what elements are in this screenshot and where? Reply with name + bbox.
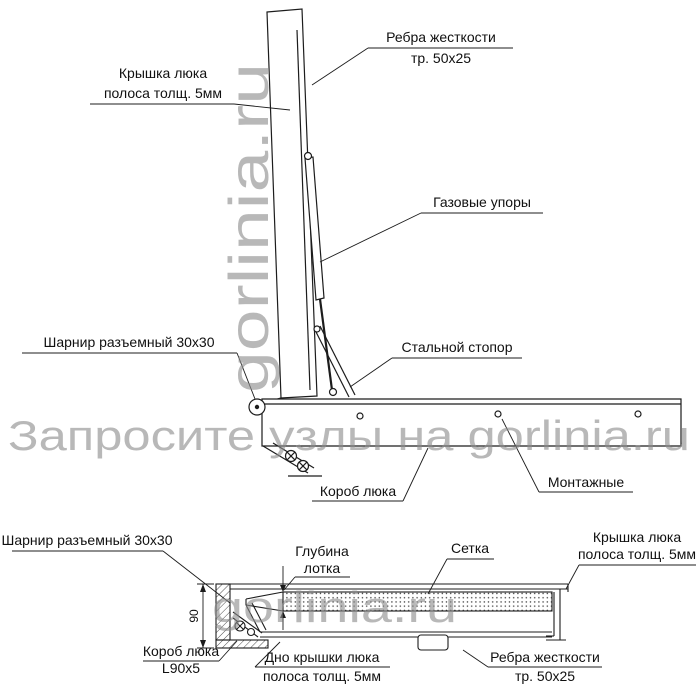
watermark-main: Запросите узлы на gorlinia.ru	[8, 412, 690, 459]
fastener-symbol	[284, 449, 298, 463]
gas-strut	[303, 151, 338, 397]
ribs-label-2: тр. 50х25	[411, 50, 471, 66]
rib-tube-section	[417, 634, 449, 651]
box-label-lower-2: L90х5	[162, 660, 200, 676]
section-bottom-plate	[245, 602, 552, 638]
dim-90-value: 90	[187, 609, 201, 623]
watermark-vertical: gorlinia.ru	[217, 63, 280, 393]
upper-labels: Ребра жесткости тр. 50х25 Крышка люка по…	[44, 29, 625, 499]
tray-depth-label-2: лотка	[304, 560, 341, 576]
ribs-label-lower-2: тр. 50х25	[515, 668, 575, 684]
upper-leaders	[22, 47, 633, 502]
cover-label: Крышка люка	[119, 65, 207, 81]
section-cover-plate	[230, 583, 568, 590]
dimension-tray-depth	[280, 566, 350, 630]
gas-struts-label: Газовые упоры	[433, 194, 531, 210]
hinge-30x30	[248, 398, 266, 416]
mounting-hole	[494, 410, 502, 418]
tray-depth-label: Глубина	[295, 543, 349, 559]
cover-inner-rib-line	[296, 29, 311, 391]
lower-view	[12, 550, 696, 668]
hinge-label-lower: Шарнир разъемный 30х30	[2, 532, 173, 548]
upper-view	[22, 8, 682, 502]
mesh-label: Сетка	[451, 540, 489, 556]
steel-stopper	[313, 325, 356, 398]
hinge-label: Шарнир разъемный 30х30	[44, 334, 215, 350]
mounting-hole	[356, 412, 364, 420]
dimension-90	[197, 583, 214, 649]
hatch-box	[261, 398, 682, 447]
cover-label-2: полоса толщ. 5мм	[104, 85, 222, 101]
mounting-hole	[634, 410, 642, 418]
lower-bracket	[262, 442, 322, 477]
lower-leaders	[12, 550, 696, 668]
section-right-end	[546, 584, 569, 641]
watermark-lower: gorlinia.ru	[212, 583, 457, 632]
fastener-symbol	[296, 459, 310, 473]
tray-left-taper	[245, 591, 284, 612]
box-angle-section	[215, 583, 269, 649]
box-label-lower: Короб люка	[143, 643, 220, 659]
box-label: Короб люка	[320, 483, 397, 499]
cover-label-lower: Крышка люка	[593, 529, 681, 545]
stopper-label: Стальной стопор	[401, 339, 512, 355]
section-hinge-detail	[232, 611, 263, 638]
mesh-band	[282, 591, 553, 612]
watermarks: gorlinia.ru Запросите узлы на gorlinia.r…	[8, 63, 690, 632]
ribs-label: Ребра жесткости	[386, 29, 496, 45]
mounting-label: Монтажные	[548, 474, 625, 490]
lower-labels: Шарнир разъемный 30х30 Глубина лотка Сет…	[2, 529, 697, 684]
ribs-label-lower: Ребра жесткости	[490, 649, 600, 665]
cover-label-lower-2: полоса толщ. 5мм	[578, 546, 696, 562]
bottom-plate-label: Дно крышки люка	[265, 649, 380, 665]
hatch-cover-panel	[266, 8, 318, 399]
bottom-plate-label-2: полоса толщ. 5мм	[263, 668, 381, 684]
